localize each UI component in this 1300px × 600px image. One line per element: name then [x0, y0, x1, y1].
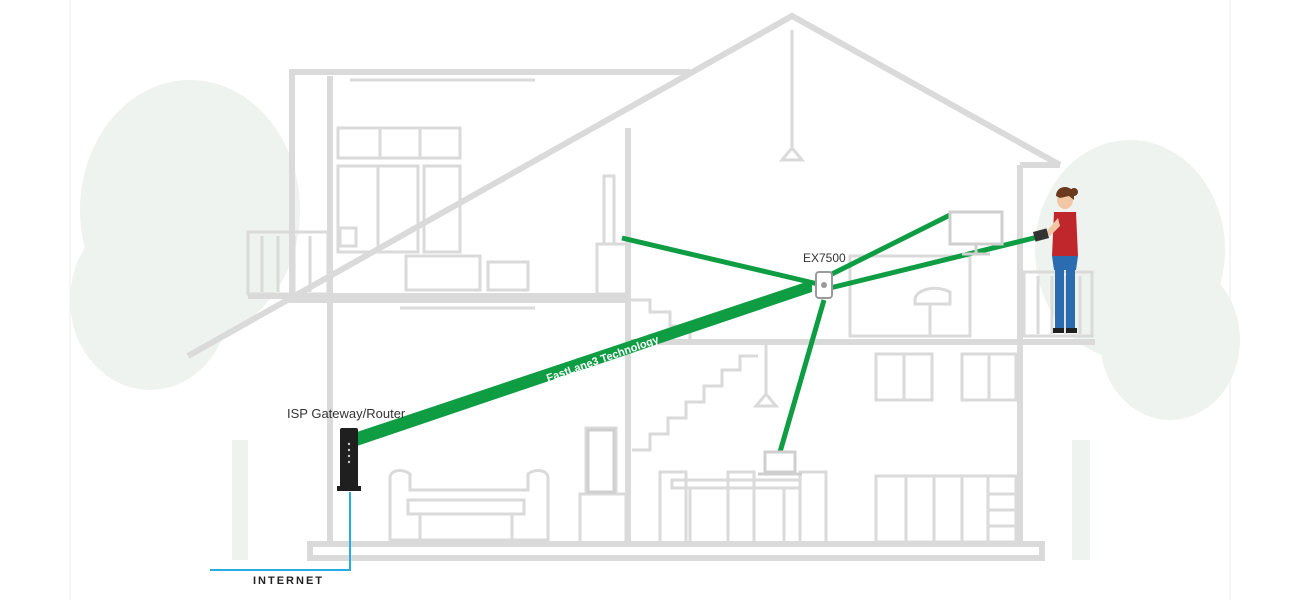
extender-label: EX7500: [803, 251, 846, 265]
link-laptop: [777, 299, 827, 453]
laptop-icon: [758, 450, 802, 476]
backhaul-label: FastLane3 Technology: [545, 334, 661, 385]
tree-icon: [1035, 140, 1240, 560]
internet-cable: [210, 492, 351, 571]
tree-icon: [70, 80, 300, 560]
monitor-icon: [948, 210, 1004, 256]
link-desktop: [826, 211, 954, 279]
router-icon: [337, 428, 361, 491]
link-tv-upstairs: [621, 235, 819, 287]
tv-icon: [586, 428, 616, 494]
backhaul-beam: [357, 280, 812, 446]
link-tablet: [829, 233, 1043, 291]
gateway-label: ISP Gateway/Router: [287, 406, 406, 421]
tablet-icon: [1032, 228, 1050, 242]
upper-left-furniture: [246, 78, 535, 296]
upper-right-furniture: [595, 30, 972, 340]
connections: [357, 211, 1043, 453]
person-icon: [1046, 187, 1078, 333]
extender-icon: [815, 271, 833, 299]
lower-floor-furniture: [388, 306, 1018, 546]
internet-label: INTERNET: [253, 575, 324, 587]
